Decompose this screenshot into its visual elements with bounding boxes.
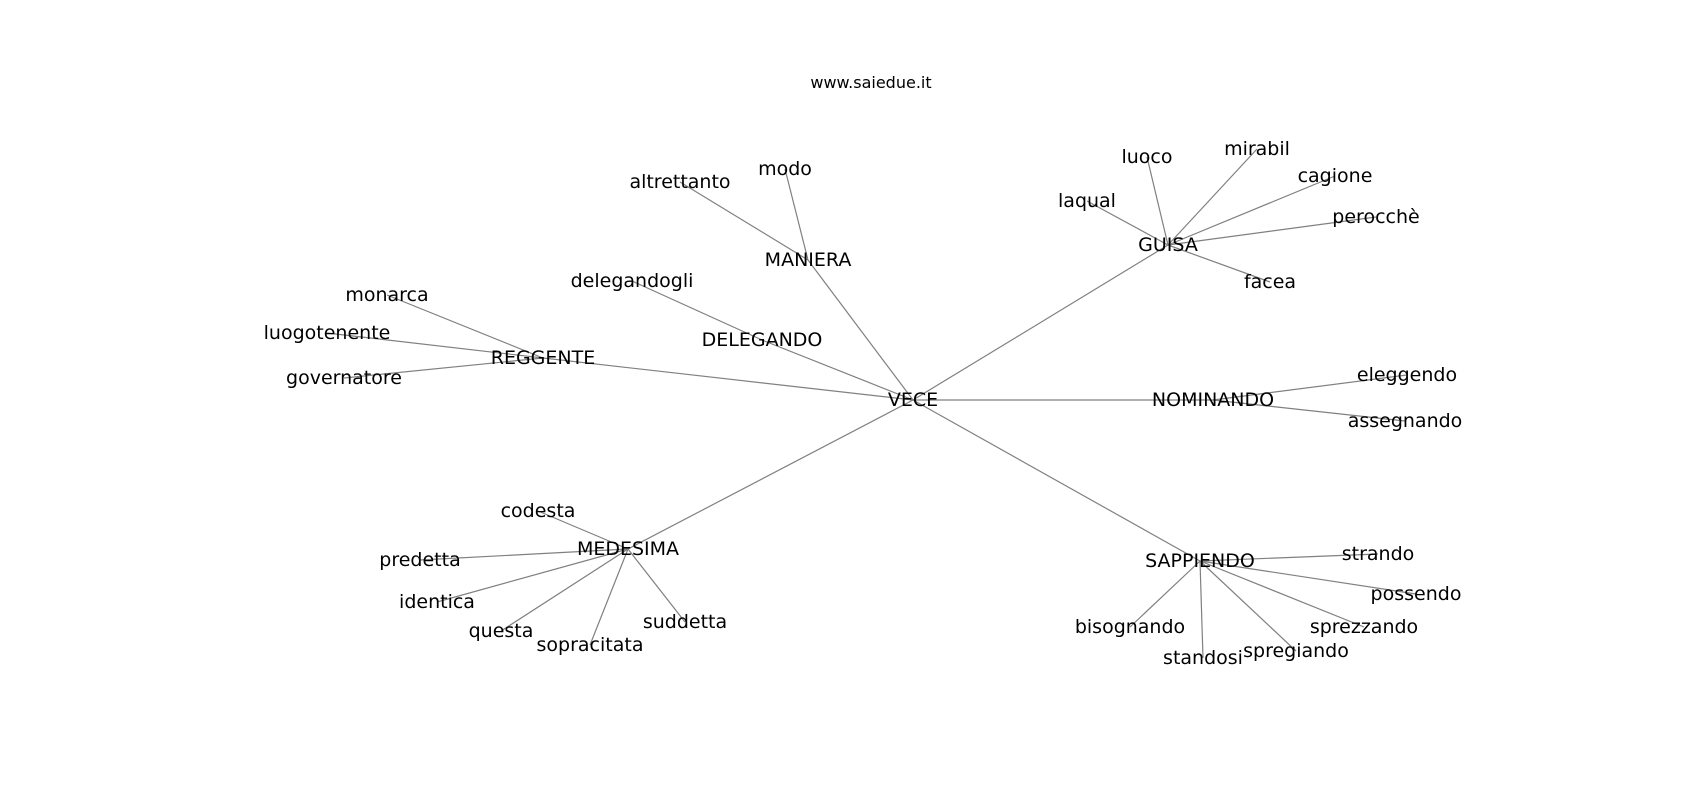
edge-medesima-codesta bbox=[537, 510, 629, 550]
edge-sappiendo-bisognando bbox=[1129, 560, 1201, 628]
edge-medesima-questa bbox=[500, 548, 629, 632]
edge-maniera-altrettanto bbox=[679, 181, 809, 261]
edge-reggente-monarca bbox=[386, 294, 544, 359]
node-label-strando: strando bbox=[1342, 543, 1415, 565]
node-label-spregiando: spregiando bbox=[1243, 640, 1349, 662]
node-label-codesta: codesta bbox=[501, 500, 576, 522]
node-label-luogotenente: luogotenente bbox=[264, 322, 391, 344]
edge-guisa-facea bbox=[1167, 244, 1271, 283]
node-label-maniera: MANIERA bbox=[765, 249, 852, 271]
node-label-guisa: GUISA bbox=[1138, 234, 1198, 256]
node-label-luoco: luoco bbox=[1121, 146, 1172, 168]
edge-guisa-perocche bbox=[1167, 216, 1377, 246]
edge-vece-guisa bbox=[912, 244, 1169, 401]
node-label-questa: questa bbox=[469, 620, 534, 642]
edge-reggente-luogotenente bbox=[326, 332, 544, 359]
edge-medesima-predetta bbox=[419, 548, 629, 561]
edge-maniera-modo bbox=[784, 168, 809, 261]
node-label-facea: facea bbox=[1244, 271, 1296, 293]
edge-vece-medesima bbox=[627, 399, 914, 550]
edge-sappiendo-sprezzando bbox=[1199, 560, 1365, 628]
edge-medesima-sopracitata bbox=[589, 548, 629, 646]
edge-guisa-laqual bbox=[1086, 200, 1169, 246]
node-label-vece: VECE bbox=[888, 389, 938, 411]
node-label-modo: modo bbox=[758, 158, 812, 180]
edge-sappiendo-standosi bbox=[1199, 560, 1204, 659]
node-label-sopracitata: sopracitata bbox=[537, 634, 644, 656]
node-label-governatore: governatore bbox=[286, 367, 402, 389]
node-label-laqual: laqual bbox=[1058, 190, 1116, 212]
node-label-suddetta: suddetta bbox=[643, 611, 727, 633]
edge-vece-reggente bbox=[542, 357, 914, 401]
node-label-monarca: monarca bbox=[345, 284, 428, 306]
edge-sappiendo-strando bbox=[1199, 553, 1379, 562]
edge-guisa-mirabil bbox=[1167, 148, 1258, 246]
node-label-nominando: NOMINANDO bbox=[1152, 389, 1274, 411]
node-label-delegandogli: delegandogli bbox=[571, 270, 694, 292]
edge-vece-maniera bbox=[807, 259, 914, 401]
edge-medesima-suddetta bbox=[627, 548, 686, 623]
node-label-eleggendo: eleggendo bbox=[1357, 364, 1457, 386]
edge-medesima-identica bbox=[436, 548, 629, 603]
node-label-reggente: REGGENTE bbox=[491, 347, 595, 369]
node-label-identica: identica bbox=[399, 591, 475, 613]
node-label-standosi: standosi bbox=[1163, 647, 1243, 669]
node-label-medesima: MEDESIMA bbox=[577, 538, 679, 560]
edge-reggente-governatore bbox=[343, 357, 544, 379]
edge-nominando-eleggendo bbox=[1212, 374, 1408, 401]
edge-nominando-assegnando bbox=[1212, 399, 1406, 422]
edge-guisa-cagione bbox=[1167, 175, 1336, 246]
node-label-cagione: cagione bbox=[1298, 165, 1373, 187]
node-label-sprezzando: sprezzando bbox=[1310, 616, 1418, 638]
edge-sappiendo-possendo bbox=[1199, 560, 1417, 595]
edge-vece-sappiendo bbox=[912, 399, 1201, 562]
edge-guisa-luoco bbox=[1146, 156, 1169, 246]
source-label: www.saiedue.it bbox=[810, 73, 931, 92]
node-label-bisognando: bisognando bbox=[1075, 616, 1185, 638]
node-label-predetta: predetta bbox=[379, 549, 460, 571]
node-label-possendo: possendo bbox=[1371, 583, 1462, 605]
node-label-mirabil: mirabil bbox=[1224, 138, 1290, 160]
edge-layer bbox=[326, 148, 1417, 659]
node-label-delegando: DELEGANDO bbox=[702, 329, 823, 351]
edge-sappiendo-spregiando bbox=[1199, 560, 1297, 652]
node-label-altrettanto: altrettanto bbox=[629, 171, 730, 193]
edge-delegando-delegandogli bbox=[631, 280, 763, 341]
node-label-assegnando: assegnando bbox=[1348, 410, 1463, 432]
node-label-perocche: perocchè bbox=[1332, 206, 1419, 228]
node-label-sappiendo: SAPPIENDO bbox=[1145, 550, 1255, 572]
edge-vece-delegando bbox=[761, 339, 914, 401]
